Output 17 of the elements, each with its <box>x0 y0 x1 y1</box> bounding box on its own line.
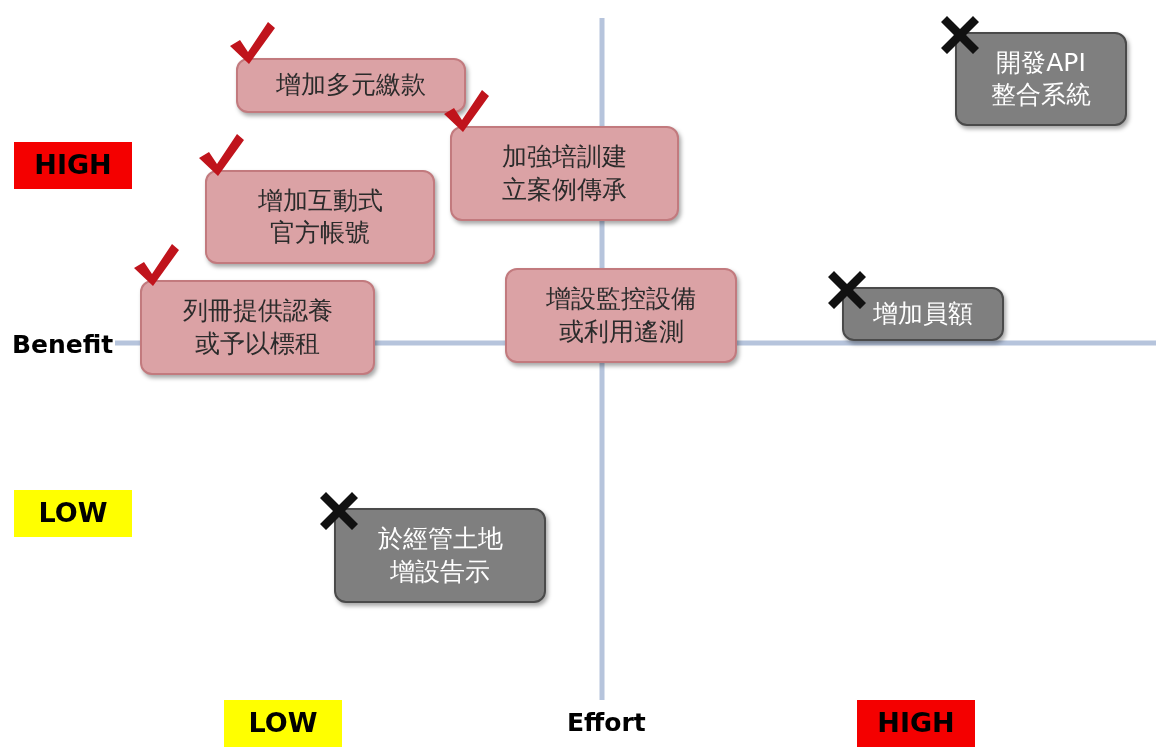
option-label: 開發API整合系統 <box>990 46 1092 111</box>
level-tag <box>14 142 132 189</box>
option-label: 增加互動式官方帳號 <box>256 184 384 249</box>
option-box <box>505 268 737 363</box>
level-label: HIGH <box>877 706 955 741</box>
level-tag <box>857 700 975 747</box>
option-label: 增加多元繳款 <box>276 69 426 102</box>
option-label: 於經管土地增設告示 <box>377 523 503 588</box>
level-label: LOW <box>38 496 108 531</box>
level-label: LOW <box>248 706 318 741</box>
option-label: 列冊提供認養或予以標租 <box>182 295 333 360</box>
option-label: 加強培訓建立案例傳承 <box>501 141 628 206</box>
level-tag <box>14 490 132 537</box>
option-label: 增加員額 <box>873 297 973 330</box>
level-tag <box>224 700 342 747</box>
option-label: 增設監控設備或利用遙測 <box>546 283 696 348</box>
level-label: HIGH <box>34 148 112 183</box>
